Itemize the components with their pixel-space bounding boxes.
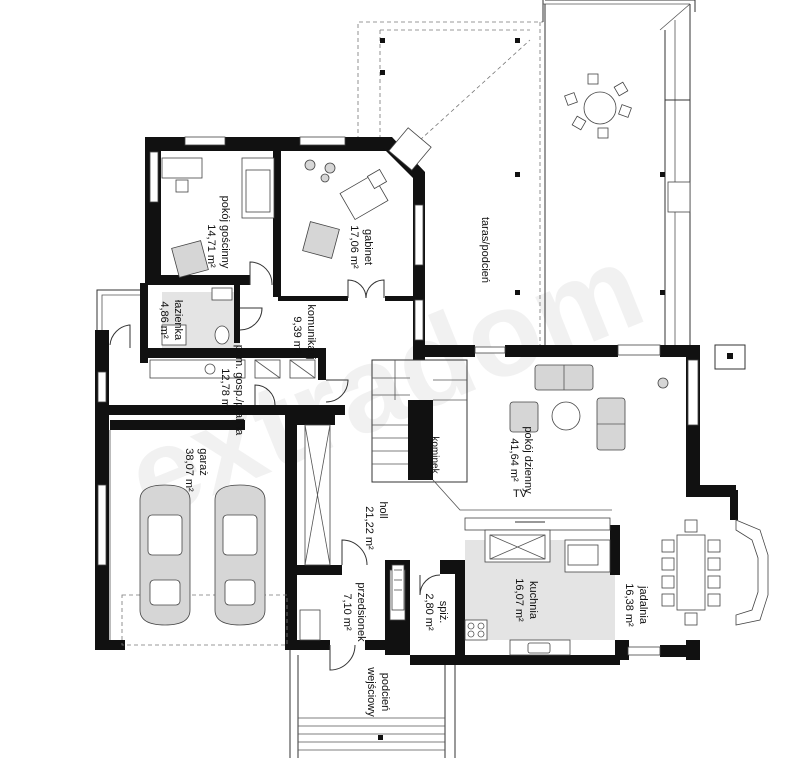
label-lazienka-area: 4,86 m² (158, 301, 170, 339)
label-garaz-area: 38,07 m² (183, 448, 195, 492)
label-pralnia-area: 12,78 m² (219, 368, 231, 412)
outdoor-dining-set (564, 73, 632, 139)
garage-cars (121, 484, 288, 646)
guest-room-furniture (161, 157, 275, 278)
label-podcien-line1: podcień (379, 673, 391, 712)
office-furniture (302, 127, 432, 259)
label-jadalnia: jadalnia (637, 585, 649, 625)
label-pokoj-dzienny-area: 41,64 m² (508, 438, 520, 482)
label-spiz-area: 2,80 m² (423, 593, 435, 631)
vestibule-fixtures (299, 564, 405, 641)
label-holl-area: 21,22 m² (363, 506, 375, 550)
staircase (371, 359, 612, 511)
label-pokoj-dzienny: pokój dzienny (522, 426, 534, 494)
label-przedsionek: przedsionek (355, 582, 367, 642)
bathroom-fixtures (161, 287, 233, 346)
label-gabinet: gabinet (362, 229, 374, 265)
label-kominek: kominek (429, 436, 440, 474)
label-pralnia: pom. gosp./pralnia (233, 345, 245, 436)
label-gabinet-area: 17,06 m² (348, 225, 360, 269)
label-pokoj-goscinny-area: 14,71 m² (205, 224, 217, 268)
label-komunikacja: komunikacja (305, 304, 317, 366)
label-lazienka: łazienka (172, 300, 184, 341)
label-kuchnia: kuchnia (527, 581, 539, 620)
label-pokoj-goscinny: pokój gościnny (219, 196, 231, 269)
kitchen-fixtures (464, 517, 611, 656)
entrance-porch (289, 650, 456, 758)
label-holl: holl (377, 501, 389, 518)
label-tv: TV (513, 488, 528, 500)
label-taras: taras/podcień (479, 217, 491, 283)
terrace (357, 0, 746, 370)
label-kuchnia-area: 16,07 m² (513, 578, 525, 622)
living-room-furniture (509, 364, 669, 451)
dining-set (661, 519, 721, 626)
label-komunikacja-area: 9,39 m² (291, 316, 303, 354)
laundry-fixtures (149, 359, 316, 379)
label-spiz: spiż. (437, 601, 449, 624)
misc-lines (96, 289, 140, 640)
label-podcien-line2: wejściowy (365, 666, 377, 717)
label-jadalnia-area: 16,38 m² (623, 583, 635, 627)
wardrobe (304, 424, 331, 566)
label-garaz: garaż (197, 448, 209, 476)
label-przedsionek-area: 7,10 m² (341, 593, 353, 631)
doors (109, 261, 441, 671)
